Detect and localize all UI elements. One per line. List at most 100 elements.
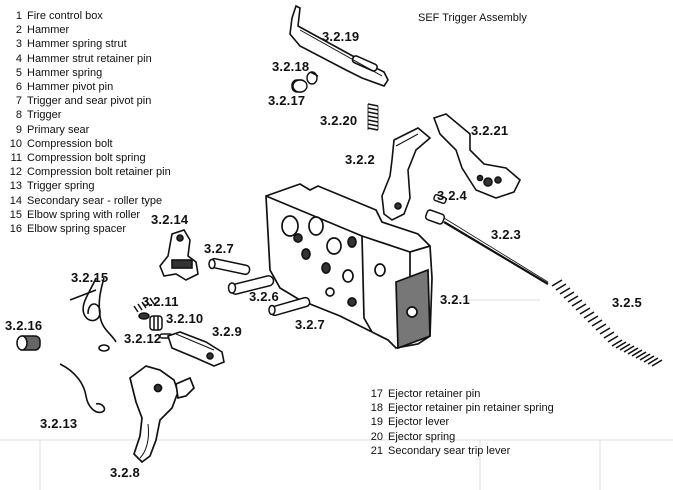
- legend-item-label: Primary sear: [27, 123, 90, 136]
- legend-item-label: Hammer spring: [27, 66, 103, 79]
- trigger-spring-part: [59, 363, 106, 414]
- legend-item-label: Ejector retainer pin: [388, 388, 481, 400]
- elbow-spring-spacer-part: [16, 335, 41, 351]
- legend-item-label: Compression bolt: [27, 137, 113, 150]
- legend-item-number: 11: [10, 152, 22, 165]
- fire-control-box-part: [265, 183, 433, 350]
- secondary-sear-trip-lever-part: [432, 113, 521, 199]
- callout-3-2-10: 3.2.10: [166, 311, 204, 326]
- legend-item-label: Hammer: [27, 24, 70, 37]
- compression-bolt-spring-part: [133, 297, 155, 320]
- elbow-spring-part: [69, 277, 117, 352]
- callout-3-2-21: 3.2.21: [471, 123, 509, 138]
- callout-3-2-17: 3.2.17: [268, 93, 306, 108]
- legend-item-label: Fire control box: [27, 10, 103, 22]
- legend-item-number: 21: [370, 444, 383, 457]
- legend-item-number: 18: [370, 402, 383, 415]
- callout-3-2-4: 3.2.4: [437, 188, 467, 203]
- callout-3-2-3: 3.2.3: [491, 227, 521, 242]
- compression-bolt-part: [149, 315, 163, 331]
- legend-item-number: 16: [9, 223, 22, 236]
- callout-3-2-8: 3.2.8: [110, 465, 140, 480]
- legend-item: 4 Hammer strut retainer pin: [6, 52, 171, 66]
- legend-item: 18 Ejector retainer pin retainer spring: [367, 401, 554, 415]
- callout-3-2-2: 3.2.2: [345, 152, 375, 167]
- callout-3-2-16: 3.2.16: [5, 318, 43, 333]
- legend-item: 19 Ejector lever: [367, 415, 554, 429]
- trigger-sear-pivot-pin-lower-part: [268, 296, 311, 317]
- callout-3-2-13: 3.2.13: [40, 416, 78, 431]
- callout-3-2-6: 3.2.6: [249, 289, 279, 304]
- hammer-pivot-pin-part: [227, 275, 275, 295]
- legend-item: 14 Secondary sear - roller type: [6, 194, 171, 208]
- legend-item-number: 8: [15, 109, 22, 122]
- legend-item: 12 Compression bolt retainer pin: [6, 165, 171, 179]
- legend-item-label: Compression bolt retainer pin: [27, 166, 171, 179]
- legend-item-number: 13: [9, 180, 22, 193]
- trigger-part: [129, 365, 195, 464]
- hammer-spring-part: [551, 279, 663, 367]
- legend-item-label: Ejector spring: [388, 430, 456, 443]
- legend-item-label: Secondary sear trip lever: [388, 444, 511, 457]
- legend-item: 10 Compression bolt: [6, 137, 171, 151]
- ejector-retainer-pin-part: [306, 71, 319, 85]
- parts-legend-left: 1 Fire control box 2 Hammer 3 Hammer spring s…: [6, 9, 171, 236]
- legend-item-label: Hammer spring strut: [27, 38, 127, 51]
- callout-3-2-7-lower: 3.2.7: [295, 317, 325, 332]
- legend-item-number: 19: [370, 416, 383, 429]
- legend-item-label: Elbow spring spacer: [27, 223, 127, 236]
- legend-item: 1 Fire control box: [6, 9, 171, 23]
- legend-item: 3 Hammer spring strut: [6, 37, 171, 51]
- legend-item-label: Hammer strut retainer pin: [27, 52, 152, 65]
- legend-item-number: 3: [15, 38, 22, 51]
- legend-item-number: 9: [15, 123, 22, 136]
- legend-item-number: 1: [15, 10, 22, 22]
- legend-item: 17 Ejector retainer pin: [367, 387, 554, 401]
- legend-item-number: 4: [15, 52, 22, 65]
- diagram-title: SEF Trigger Assembly: [418, 12, 527, 24]
- callout-3-2-14: 3.2.14: [151, 212, 189, 227]
- legend-item-number: 6: [15, 81, 22, 94]
- callout-3-2-1: 3.2.1: [440, 292, 470, 307]
- legend-item-number: 15: [9, 208, 22, 221]
- legend-item-label: Elbow spring with roller: [27, 208, 141, 221]
- legend-item-number: 5: [15, 66, 22, 79]
- hammer-spring-strut-part: [424, 209, 549, 285]
- callout-3-2-7-upper: 3.2.7: [204, 241, 234, 256]
- legend-item: 11 Compression bolt spring: [6, 151, 171, 165]
- callout-3-2-9: 3.2.9: [212, 324, 242, 339]
- legend-item-label: Secondary sear - roller type: [27, 194, 163, 207]
- callout-3-2-18: 3.2.18: [272, 59, 310, 74]
- legend-item: 21 Secondary sear trip lever: [367, 444, 554, 458]
- secondary-sear-part: [159, 229, 199, 281]
- legend-item-label: Hammer pivot pin: [27, 81, 114, 94]
- legend-item-label: Compression bolt spring: [27, 152, 146, 165]
- legend-item: 5 Hammer spring: [6, 66, 171, 80]
- callout-3-2-20: 3.2.20: [320, 113, 358, 128]
- legend-item-number: 12: [9, 166, 22, 179]
- legend-item: 15 Elbow spring with roller: [6, 208, 171, 222]
- legend-item-number: 2: [15, 24, 22, 37]
- legend-item-label: Trigger: [27, 109, 62, 122]
- legend-item: 20 Ejector spring: [367, 430, 554, 444]
- legend-item-number: 20: [370, 430, 383, 443]
- ejector-spring-part: [367, 103, 379, 131]
- callout-3-2-19: 3.2.19: [322, 29, 360, 44]
- legend-item-label: Ejector lever: [388, 416, 450, 429]
- callout-3-2-15: 3.2.15: [71, 270, 109, 285]
- ejector-lever-part: [289, 4, 389, 87]
- background-table-lines: [0, 299, 673, 490]
- legend-item-number: 17: [370, 388, 383, 400]
- legend-item-number: 14: [9, 194, 22, 207]
- legend-item-label: Trigger and sear pivot pin: [27, 95, 152, 108]
- legend-item-label: Ejector retainer pin retainer spring: [388, 402, 554, 415]
- legend-item: 8 Trigger: [6, 108, 171, 122]
- trigger-sear-pivot-pin-part: [208, 257, 251, 276]
- callout-3-2-11: 3.2.11: [142, 294, 179, 309]
- legend-item-number: 10: [9, 137, 22, 150]
- callout-3-2-5: 3.2.5: [612, 295, 642, 310]
